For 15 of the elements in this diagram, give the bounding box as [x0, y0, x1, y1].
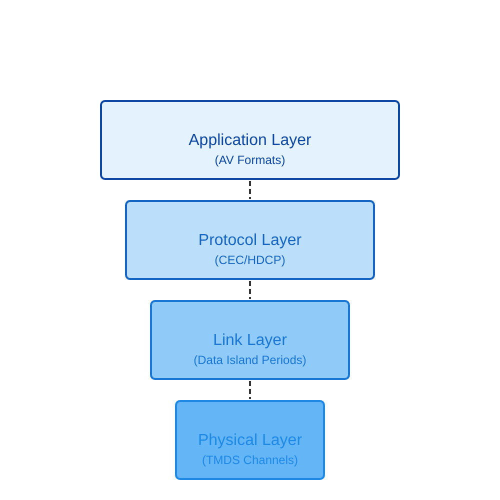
layer-title: Physical Layer — [198, 431, 302, 450]
dashed-connector — [249, 281, 251, 299]
layer-box — [125, 200, 375, 280]
layer-box — [150, 300, 350, 380]
layer-subtitle: (Data Island Periods) — [194, 353, 306, 367]
dashed-connector — [249, 381, 251, 399]
layer-subtitle: (TMDS Channels) — [202, 453, 298, 467]
layer-box — [175, 400, 325, 480]
layer-title: Application Layer — [188, 131, 312, 150]
layer-title: Protocol Layer — [198, 231, 302, 250]
layer-subtitle: (CEC/HDCP) — [214, 253, 286, 267]
dashed-connector — [249, 181, 251, 199]
layer-subtitle: (AV Formats) — [214, 153, 286, 167]
layer-box — [100, 100, 400, 180]
layer-title: Link Layer — [213, 331, 287, 350]
